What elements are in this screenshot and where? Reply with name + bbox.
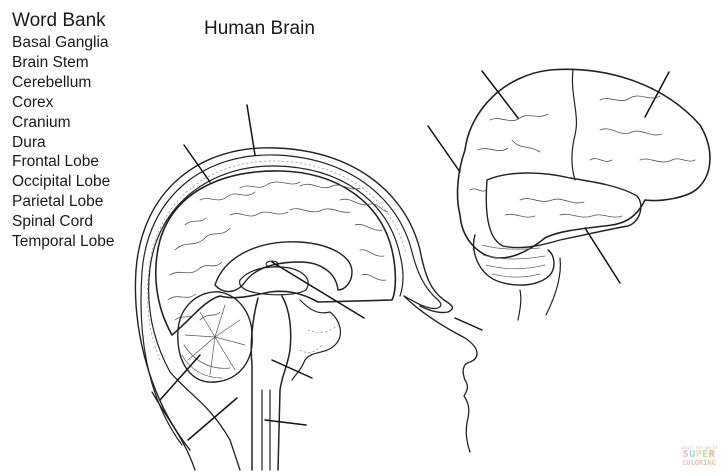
word-bank-item: Occipital Lobe <box>12 173 111 191</box>
diagram-title: Human Brain <box>204 18 315 39</box>
dura-layer <box>146 160 407 361</box>
label-line-8 <box>427 125 461 173</box>
nasal-cavity-dots <box>299 324 339 353</box>
watermark-brand-top: SUPER <box>682 449 716 460</box>
word-bank-item: Dura <box>12 133 46 151</box>
cerebrum-outline <box>154 170 397 336</box>
thalamus <box>239 266 309 296</box>
neck-back-skin <box>151 391 196 471</box>
lateral-gyri <box>469 95 696 218</box>
word-bank-item: Temporal Lobe <box>12 233 115 251</box>
word-bank-item: Brain Stem <box>12 53 89 71</box>
word-bank-item: Parietal Lobe <box>12 193 104 211</box>
word-bank: Word Bank Basal Ganglia Brain Stem Cereb… <box>12 10 115 252</box>
scalp-outline <box>134 147 454 451</box>
lateral-brain-stem <box>517 257 561 321</box>
label-line-1 <box>183 144 211 183</box>
label-lines <box>159 70 670 441</box>
spinal-cord <box>261 389 271 471</box>
word-bank-item: Cranium <box>12 113 71 131</box>
word-bank-item: Corex <box>12 93 54 111</box>
face-profile <box>403 295 478 453</box>
word-bank-list: Basal Ganglia Brain Stem Cerebellum Core… <box>12 33 115 252</box>
label-line-2 <box>246 104 256 156</box>
word-bank-item: Basal Ganglia <box>12 34 109 51</box>
lateral-brain <box>456 68 711 321</box>
sagittal-head <box>134 147 478 471</box>
cortex-gyri <box>167 181 389 321</box>
label-line-7 <box>264 419 307 426</box>
lateral-outline <box>456 68 711 259</box>
label-line-5 <box>159 354 201 401</box>
word-bank-item: Cerebellum <box>12 73 92 91</box>
lateral-cerebellum <box>472 234 555 286</box>
label-line-10 <box>644 71 670 118</box>
label-line-12 <box>454 317 483 331</box>
label-line-3 <box>271 261 365 319</box>
word-bank-title: Word Bank <box>12 10 106 31</box>
basal-ganglia <box>265 260 279 268</box>
watermark-logo: paint the world SUPER COLORING <box>676 446 722 467</box>
label-line-11 <box>584 227 621 284</box>
temporal-lobe <box>485 172 642 249</box>
central-sulcus <box>571 69 578 181</box>
word-bank-item: Frontal Lobe <box>12 153 100 171</box>
label-line-6 <box>187 397 238 441</box>
corpus-callosum <box>214 241 353 293</box>
neck-back <box>169 371 241 471</box>
skull-outer <box>140 154 442 446</box>
word-bank-item: Spinal Cord <box>12 213 93 231</box>
skull-inner <box>148 165 404 373</box>
brain-stem <box>250 297 259 471</box>
watermark-brand-bottom: COLORING <box>682 459 716 467</box>
label-line-9 <box>481 70 519 119</box>
watermark-tagline: paint the world <box>680 445 718 450</box>
label-line-4 <box>271 359 313 379</box>
cerebellum <box>177 291 253 383</box>
brain-stem-front <box>277 295 292 471</box>
lateral-cerebellum-folia <box>481 244 546 278</box>
nasal-region <box>291 299 342 381</box>
